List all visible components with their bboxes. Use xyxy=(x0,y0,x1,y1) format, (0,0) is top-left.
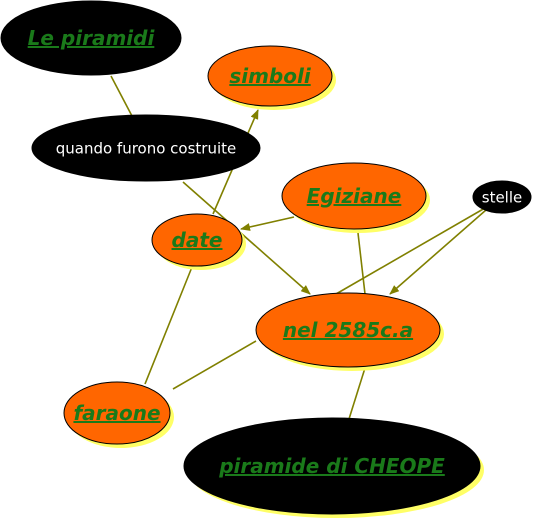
node-faraone[interactable]: faraone xyxy=(63,381,174,448)
node-label-simboli[interactable]: simboli xyxy=(229,64,312,88)
node-label-quando: quando furono costruite xyxy=(56,139,237,157)
node-stelle: stelle xyxy=(472,180,532,214)
node-label-nel2585[interactable]: nel 2585c.a xyxy=(283,318,413,342)
node-bubble xyxy=(151,213,243,267)
node-bubble xyxy=(281,162,427,230)
node-bubble xyxy=(0,0,182,76)
node-bubble xyxy=(183,417,481,515)
node-cheope[interactable]: piramide di CHEOPE xyxy=(183,417,484,518)
node-date[interactable]: date xyxy=(151,213,246,270)
edge-stelle-to-nel2585 xyxy=(389,209,487,295)
edge-date-to-faraone xyxy=(144,266,193,385)
node-le-piramidi[interactable]: Le piramidi xyxy=(0,0,182,76)
node-quando: quando furono costruite xyxy=(31,114,261,182)
edge-le-piramidi-to-quando xyxy=(110,75,133,117)
node-label-cheope[interactable]: piramide di CHEOPE xyxy=(218,454,445,478)
node-bubble xyxy=(63,381,171,445)
node-bubble xyxy=(207,45,333,107)
edge-nel2585-to-cheope xyxy=(348,367,366,420)
node-bubble xyxy=(472,180,532,214)
node-label-date[interactable]: date xyxy=(172,228,223,252)
edge-egiziane-to-nel2585 xyxy=(357,232,366,295)
node-egiziane[interactable]: Egiziane xyxy=(281,162,430,233)
edge-egiziane-to-date xyxy=(240,216,295,231)
node-label-faraone[interactable]: faraone xyxy=(73,401,160,425)
node-bubble xyxy=(31,114,261,182)
node-label-stelle: stelle xyxy=(482,188,523,206)
edge-quando-to-nel2585 xyxy=(182,181,311,295)
node-label-le-piramidi[interactable]: Le piramidi xyxy=(28,26,156,50)
node-simboli[interactable]: simboli xyxy=(207,45,336,110)
edge-nel2585-to-faraone xyxy=(172,340,257,390)
node-bubble xyxy=(255,292,441,368)
node-nel2585[interactable]: nel 2585c.a xyxy=(255,292,444,371)
edge-stelle-to-nel2585 xyxy=(335,207,486,295)
node-label-egiziane[interactable]: Egiziane xyxy=(307,184,402,208)
